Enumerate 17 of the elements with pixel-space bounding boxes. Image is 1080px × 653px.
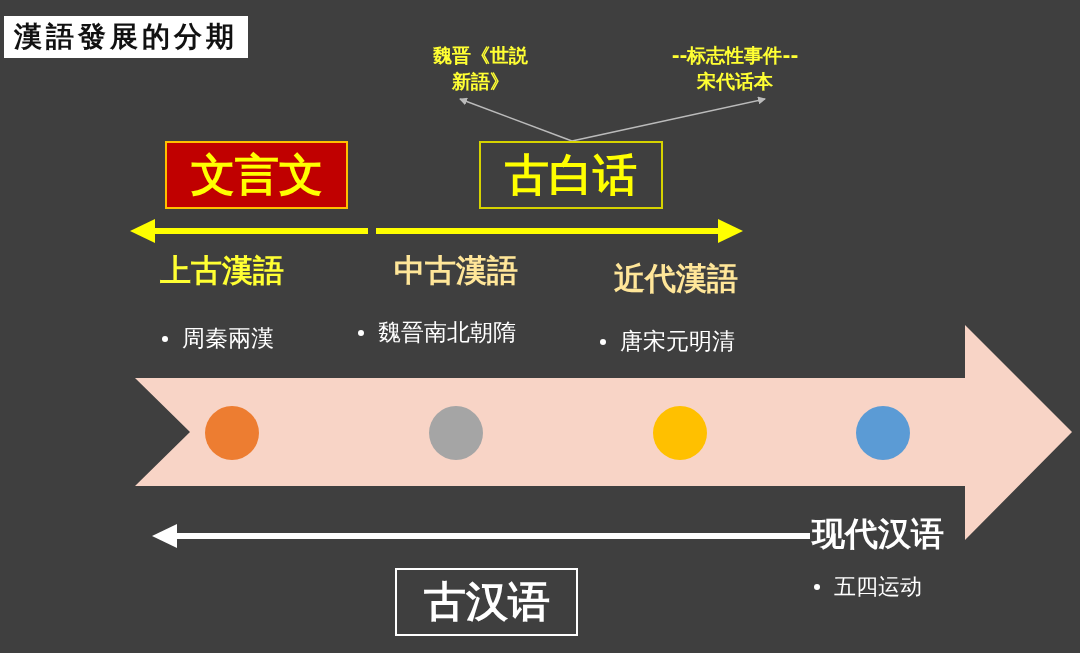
dynasty-list-item: 周秦兩漢 <box>182 324 274 353</box>
period-label: 上古漢語 <box>160 251 284 290</box>
term-box: 文言文 <box>165 141 348 209</box>
period-label: 现代汉语 <box>812 513 944 555</box>
title-box: 漢語發展的分期 <box>4 16 248 58</box>
period-label: 近代漢語 <box>614 259 738 298</box>
dynasty-list-item: 五四运动 <box>834 573 922 601</box>
dynasty-list-item: 魏晉南北朝隋 <box>378 318 516 347</box>
term-box: 古汉语 <box>395 568 578 636</box>
period-label: 中古漢語 <box>394 251 518 290</box>
note-text: 宋代话本 <box>697 69 773 94</box>
note-heading: --标志性事件-- <box>671 43 799 68</box>
note-text: 魏晋《世説新語》 <box>431 43 529 94</box>
dynasty-list-item: 唐宋元明清 <box>620 327 735 356</box>
term-box: 古白话 <box>479 141 663 209</box>
arrow <box>571 96 766 142</box>
arrow <box>459 97 573 142</box>
